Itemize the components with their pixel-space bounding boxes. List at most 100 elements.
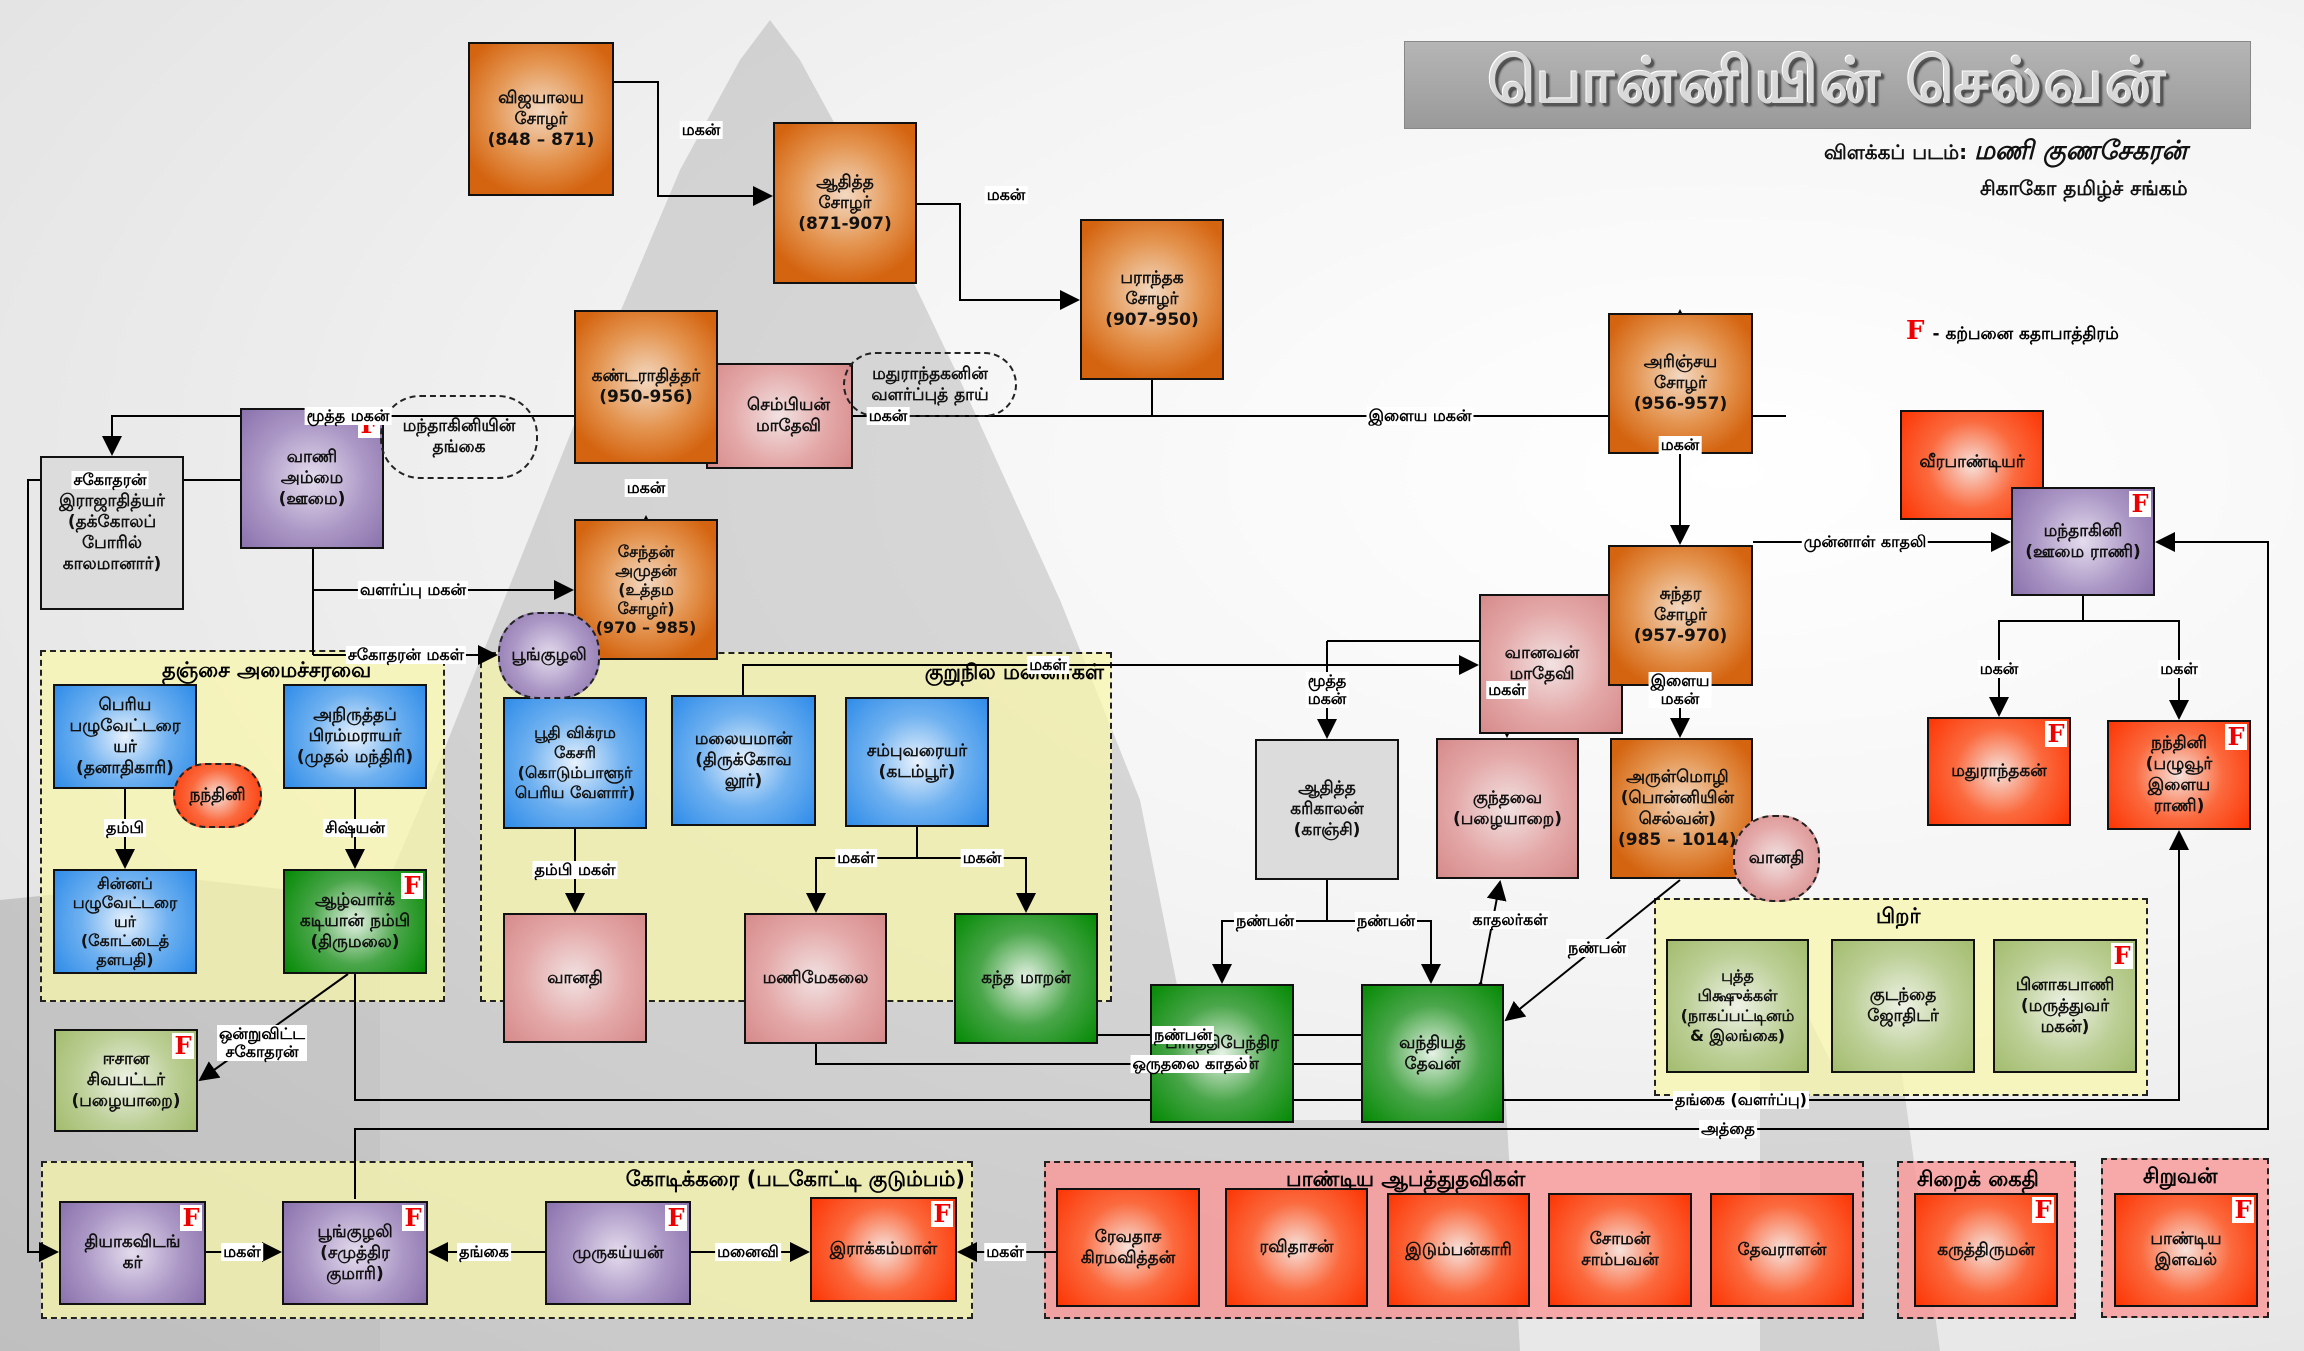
group-title: பாண்டிய ஆபத்துதவிகள் [1286,1167,1526,1191]
credit-line: விளக்கப் படம்: மணி குணசேகரன் [1824,136,2187,169]
node-poonguzhali-spouse[interactable]: பூங்குழலி [498,612,600,699]
label-thangai: தங்கை [457,1242,511,1261]
node-murugaiyan[interactable]: முருகய்யன்F [545,1201,691,1305]
node-sambuvarayar[interactable]: சம்புவரையர் (கடம்பூர்) [845,697,989,827]
label-magan: மகன் [960,848,1004,867]
node-pinakapani[interactable]: பினாகபாணி (மருத்துவர் மகன்)F [1993,939,2137,1073]
edge-malaiyaman-vanavan [742,655,1479,695]
edge-vijayalaya-aditha [614,81,773,206]
group-title: சிறைக் கைதி [1917,1167,2039,1191]
node-nandini-spouse[interactable]: நந்தினி [173,763,262,828]
label-sagotharan-magal: சகோதரன் மகள் [345,645,467,664]
node-manimegalai[interactable]: மணிமேகலை [744,913,887,1044]
label-magan: மகன் [866,406,910,425]
node-vijayalaya[interactable]: விஜயாலய சோழர் (848 – 871) [468,42,614,196]
node-senthan[interactable]: சேந்தன் அமுதன் (உத்தம சோழர்) (970 – 985) [574,519,718,660]
fictional-icon: F [665,1205,687,1231]
label-munnal-kaathali: முன்னாள் காதலி [1801,532,1929,551]
node-anirudha[interactable]: அநிருத்தப் பிரம்மராயர் (முதல் மந்திரி) [283,684,427,789]
fictional-icon: F [931,1201,953,1227]
node-azhvarkadiyan[interactable]: ஆழ்வார்க் கடியான் நம்பி (திருமலை)F [283,869,427,974]
label-valarppu-magan: வளர்ப்பு மகன் [357,580,469,599]
node-pandiya-ilaval[interactable]: பாண்டிய இளவல்F [2114,1193,2258,1307]
node-thiyagavidangar[interactable]: தியாகவிடங் கர்F [59,1201,206,1305]
node-aditha-chola[interactable]: ஆதித்த சோழர் (871-907) [773,122,917,284]
fictional-icon: F [401,873,423,899]
label-magal: மகள் [835,848,877,867]
label-magan: மகன் [984,185,1028,204]
node-mathuranthakan[interactable]: மதுராந்தகன்F [1927,717,2071,826]
node-karuthiruman[interactable]: கருத்திருமன்F [1914,1193,2058,1307]
node-idumbankari[interactable]: இடும்பன்காரி [1387,1193,1530,1307]
edge-kaathalargal [1467,880,1507,1002]
label-magan: மகன் [679,120,723,139]
node-arulmozhi[interactable]: அருள்மொழி (பொன்னியின் செல்வன்) (985 – 10… [1610,738,1753,879]
label-mutha-magan: மூத்த மகன் [1305,671,1349,708]
node-sembiyan[interactable]: செம்பியன் மாதேவி [706,363,853,469]
node-vani[interactable]: வாணி அம்மை (ஊமை)F [240,408,384,549]
label-magal: மகள் [221,1242,263,1261]
label-ilaya-magan: இளைய மகன் [1648,671,1712,708]
edge-athai [354,532,2269,1199]
node-poonguzhali[interactable]: பூங்குழலி (சமுத்திர குமாரி)F [282,1201,428,1305]
legend: F - கற்பனை கதாபாத்திரம் [1906,316,2119,346]
fictional-icon: F [2111,943,2133,969]
node-kudanthai[interactable]: குடந்தை ஜோதிடர் [1831,939,1975,1073]
node-vanathi-spouse[interactable]: வானதி [1733,815,1820,902]
node-eesana[interactable]: ஈசான சிவபட்டர் (பழையாறை)F [54,1029,198,1132]
edge-mandakini-children [1998,596,2180,718]
label-kaathalargal: காதலர்கள் [1470,910,1550,929]
node-vanathi[interactable]: வானதி [503,913,647,1043]
group-title: பிறர் [1876,904,1921,928]
node-ravidasan[interactable]: ரவிதாசன் [1225,1188,1368,1307]
group-title: சிறுவன் [2143,1164,2218,1188]
node-kundavai[interactable]: குந்தவை (பழையாறை) [1436,738,1579,879]
edge-sambu-children [815,827,1027,911]
fictional-icon: F [2032,1197,2054,1223]
edge-karikalan-friends [1221,880,1432,982]
node-rakkammal[interactable]: இராக்கம்மாள்F [810,1197,957,1302]
node-sundara[interactable]: சுந்தர சோழர் (957-970) [1608,545,1753,686]
label-mutha-magan: மூத்த மகன் [304,406,392,425]
edge-to-rajadhithyar [102,415,1786,456]
fictional-icon: F [180,1205,202,1231]
node-soman[interactable]: சோமன் சாம்பவன் [1548,1193,1692,1307]
label-thambi: தம்பி [104,818,146,837]
node-buddha[interactable]: புத்த பிக்ஷுக்கள் (நாகப்பட்டினம் & இலங்க… [1666,939,1809,1073]
node-boothi[interactable]: பூதி விக்ரம கேசரி (கொடும்பாளூர் பெரிய வே… [503,697,647,829]
legend-text: - கற்பனை கதாபாத்திரம் [1932,324,2119,344]
note-mathuranthakan-foster: மதுராந்தகனின் வளர்ப்புத் தாய் [843,352,1017,417]
fictional-icon: F [1906,316,1925,346]
label-ilaya-magan: இளைய மகன் [1366,406,1474,425]
label-nanban: நண்பன் [1354,911,1418,930]
node-devaralan[interactable]: தேவராளன் [1710,1193,1854,1307]
title: பொன்னியின் செல்வன் [1487,44,2168,117]
node-parantaka[interactable]: பராந்தக சோழர் (907-950) [1080,219,1224,380]
node-malaiyaman[interactable]: மலையமான் (திருக்கோவ லூர்) [671,695,816,826]
label-magan: மகன் [1977,659,2021,678]
node-kandaradhithar[interactable]: கண்டராதித்தர் (950-956) [574,310,718,464]
edge-aditha-parantaka [917,203,1080,310]
node-vandiyathevan[interactable]: வந்தியத் தேவன் [1361,984,1504,1123]
node-kandamaran[interactable]: கந்த மாறன் [954,913,1098,1044]
node-revadasa[interactable]: ரேவதாச கிரமவித்தன் [1056,1188,1200,1307]
fictional-icon: F [402,1205,424,1231]
node-periya-pazhuvettarayar[interactable]: பெரிய பழுவேட்டரை யர் (தனாதிகாரி) [53,684,197,789]
label-manaivi: மனைவி [715,1242,781,1261]
group-title: கோடிக்கரை (படகோட்டி குடும்பம்) [625,1167,965,1191]
node-arinjaya[interactable]: அரிஞ்சய சோழர் (956-957) [1608,313,1753,454]
label-orudhalai: ஒருதலை காதல் [1130,1054,1250,1073]
node-vanavan[interactable]: வானவன் மாதேவி [1479,594,1623,734]
label-thangai-valarppu: தங்கை (வளர்ப்பு) [1673,1090,1809,1109]
fictional-icon: F [2232,1197,2254,1223]
node-mandakini[interactable]: மந்தாகினி (ஊமை ராணி)F [2011,487,2155,596]
title-banner: பொன்னியின் செல்வன் [1404,41,2251,129]
label-magal: மகள் [984,1242,1026,1261]
node-chinna-pazhuvettarayar[interactable]: சின்னப் பழுவேட்டரை யர் (கோட்டைத் தளபதி) [53,869,197,974]
label-ondruvitta: ஒன்றுவிட்ட சகோதரன் [217,1024,307,1061]
node-nandini-rani[interactable]: நந்தினி (பழுவூர் இளைய ராணி)F [2107,720,2251,830]
fictional-icon: F [2129,491,2151,517]
credit-prefix: விளக்கப் படம்: [1824,140,1968,164]
label-magal: மகள் [1027,655,1069,674]
node-aditha-karikalan[interactable]: ஆதித்த கரிகாலன் (காஞ்சி) [1255,739,1399,880]
